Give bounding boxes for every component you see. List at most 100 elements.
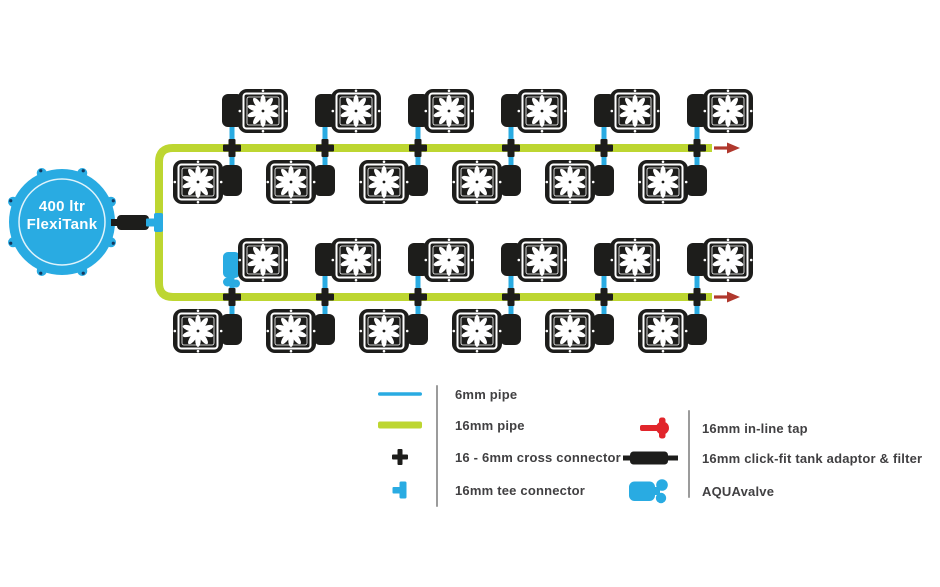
- pot-screw-dot: [447, 89, 451, 93]
- pot-unit-top: [501, 89, 567, 148]
- flower-petal: [663, 168, 673, 182]
- pot-frame-outer: [270, 163, 312, 201]
- pot-screw-dot: [447, 278, 451, 282]
- flower-petal: [728, 260, 738, 274]
- flower-petal: [718, 246, 728, 260]
- pot-screw-dot: [563, 258, 567, 262]
- flower-petal: [253, 97, 263, 111]
- pot-screw-dot: [354, 89, 358, 93]
- pot-screw-dot: [284, 109, 288, 113]
- flower-petal: [653, 317, 663, 331]
- flower-petal: [182, 324, 198, 332]
- pot-frame-outer: [428, 92, 470, 130]
- flower-petal: [663, 182, 673, 196]
- flower-petal: [560, 182, 570, 196]
- pot-reservoir: [407, 314, 428, 345]
- flower-petal: [653, 182, 663, 196]
- pot-unit-top: [222, 89, 288, 148]
- pot-screw-dot: [173, 329, 177, 333]
- pot-screw-dot: [545, 329, 549, 333]
- flower-petal: [619, 104, 635, 112]
- flower-center-dot: [633, 109, 637, 113]
- legend-divider-left: [436, 385, 438, 507]
- cross-connector: [409, 139, 427, 157]
- flower-petal: [439, 246, 449, 260]
- tee-connector-icon: [372, 479, 428, 501]
- pot-unit-top: [408, 89, 474, 148]
- pot-screw-dot: [475, 349, 479, 353]
- flower-petal: [728, 259, 744, 267]
- pot-screw-dot: [424, 109, 428, 113]
- pot-screw-dot: [540, 89, 544, 93]
- pot-screw-dot: [661, 349, 665, 353]
- pot-screw-dot: [266, 180, 270, 184]
- cross-arm-vertical: [693, 288, 701, 306]
- flower-petal: [356, 260, 366, 274]
- cross-arm-vertical: [228, 288, 236, 306]
- pot-screw-dot: [540, 278, 544, 282]
- pot-screw-dot: [219, 180, 223, 184]
- flower-petal: [346, 97, 356, 111]
- pot-unit-bottom: [545, 148, 614, 204]
- pot-unit-bottom: [173, 148, 242, 204]
- pot-frame-outer: [707, 92, 749, 130]
- flower-petal: [291, 330, 307, 338]
- pot-reservoir: [687, 94, 708, 127]
- pot-unit-bottom: [545, 297, 614, 353]
- flower-petal: [542, 260, 552, 274]
- pot-frame-outer: [177, 312, 219, 350]
- flower-petal: [663, 181, 679, 189]
- pot-frame-outer: [707, 241, 749, 279]
- pot-screw-dot: [684, 180, 688, 184]
- pot-screw-dot: [196, 160, 200, 164]
- flower-center-dot: [196, 180, 200, 184]
- flower-petal: [718, 97, 728, 111]
- pot-screw-dot: [517, 258, 521, 262]
- flower-center-dot: [196, 329, 200, 333]
- pot-reservoir: [314, 165, 335, 196]
- pot-screw-dot: [545, 180, 549, 184]
- pot-reservoir: [221, 165, 242, 196]
- pot-unit-top: [687, 89, 753, 148]
- flower-petal: [188, 182, 198, 196]
- flower-petal: [625, 111, 635, 125]
- flower-petal: [281, 182, 291, 196]
- pot-screw-dot: [591, 329, 595, 333]
- pot-screw-dot: [470, 258, 474, 262]
- pot-reservoir: [222, 94, 243, 127]
- pot-unit-top: [687, 238, 753, 297]
- pot-screw-dot: [563, 109, 567, 113]
- flower-petal: [198, 330, 214, 338]
- pot-screw-dot: [470, 109, 474, 113]
- cross-connector: [409, 288, 427, 306]
- pot-frame-outer: [456, 312, 498, 350]
- pot-screw-dot: [289, 160, 293, 164]
- flower-center-dot: [354, 258, 358, 262]
- tank-adaptor-icon: [620, 447, 682, 469]
- flower-center-dot: [447, 109, 451, 113]
- pot-screw-dot: [703, 109, 707, 113]
- tee-bar: [154, 213, 163, 232]
- flower-petal: [635, 97, 645, 111]
- pot-frame-outer: [642, 312, 684, 350]
- pot-screw-dot: [610, 258, 614, 262]
- flower-petal: [635, 110, 651, 118]
- adaptor-body: [117, 215, 149, 230]
- pot-screw-dot: [452, 180, 456, 184]
- pot-screw-dot: [405, 329, 409, 333]
- flower-petal: [532, 111, 542, 125]
- flower-center-dot: [726, 258, 730, 262]
- flower-petal: [477, 330, 493, 338]
- pot-screw-dot: [289, 200, 293, 204]
- cross-connector: [502, 288, 520, 306]
- flower-petal: [625, 97, 635, 111]
- pot-frame-outer: [177, 163, 219, 201]
- tank-rim-dot: [111, 241, 115, 245]
- tank-inner-ring: [18, 178, 106, 266]
- pot-frame-outer: [614, 92, 656, 130]
- cross-connector: [223, 139, 241, 157]
- legend-item-aquavalve: AQUAvalve: [620, 478, 774, 504]
- pot-screw-dot: [261, 278, 265, 282]
- flower-petal: [625, 260, 635, 274]
- pot-screw-dot: [726, 238, 730, 242]
